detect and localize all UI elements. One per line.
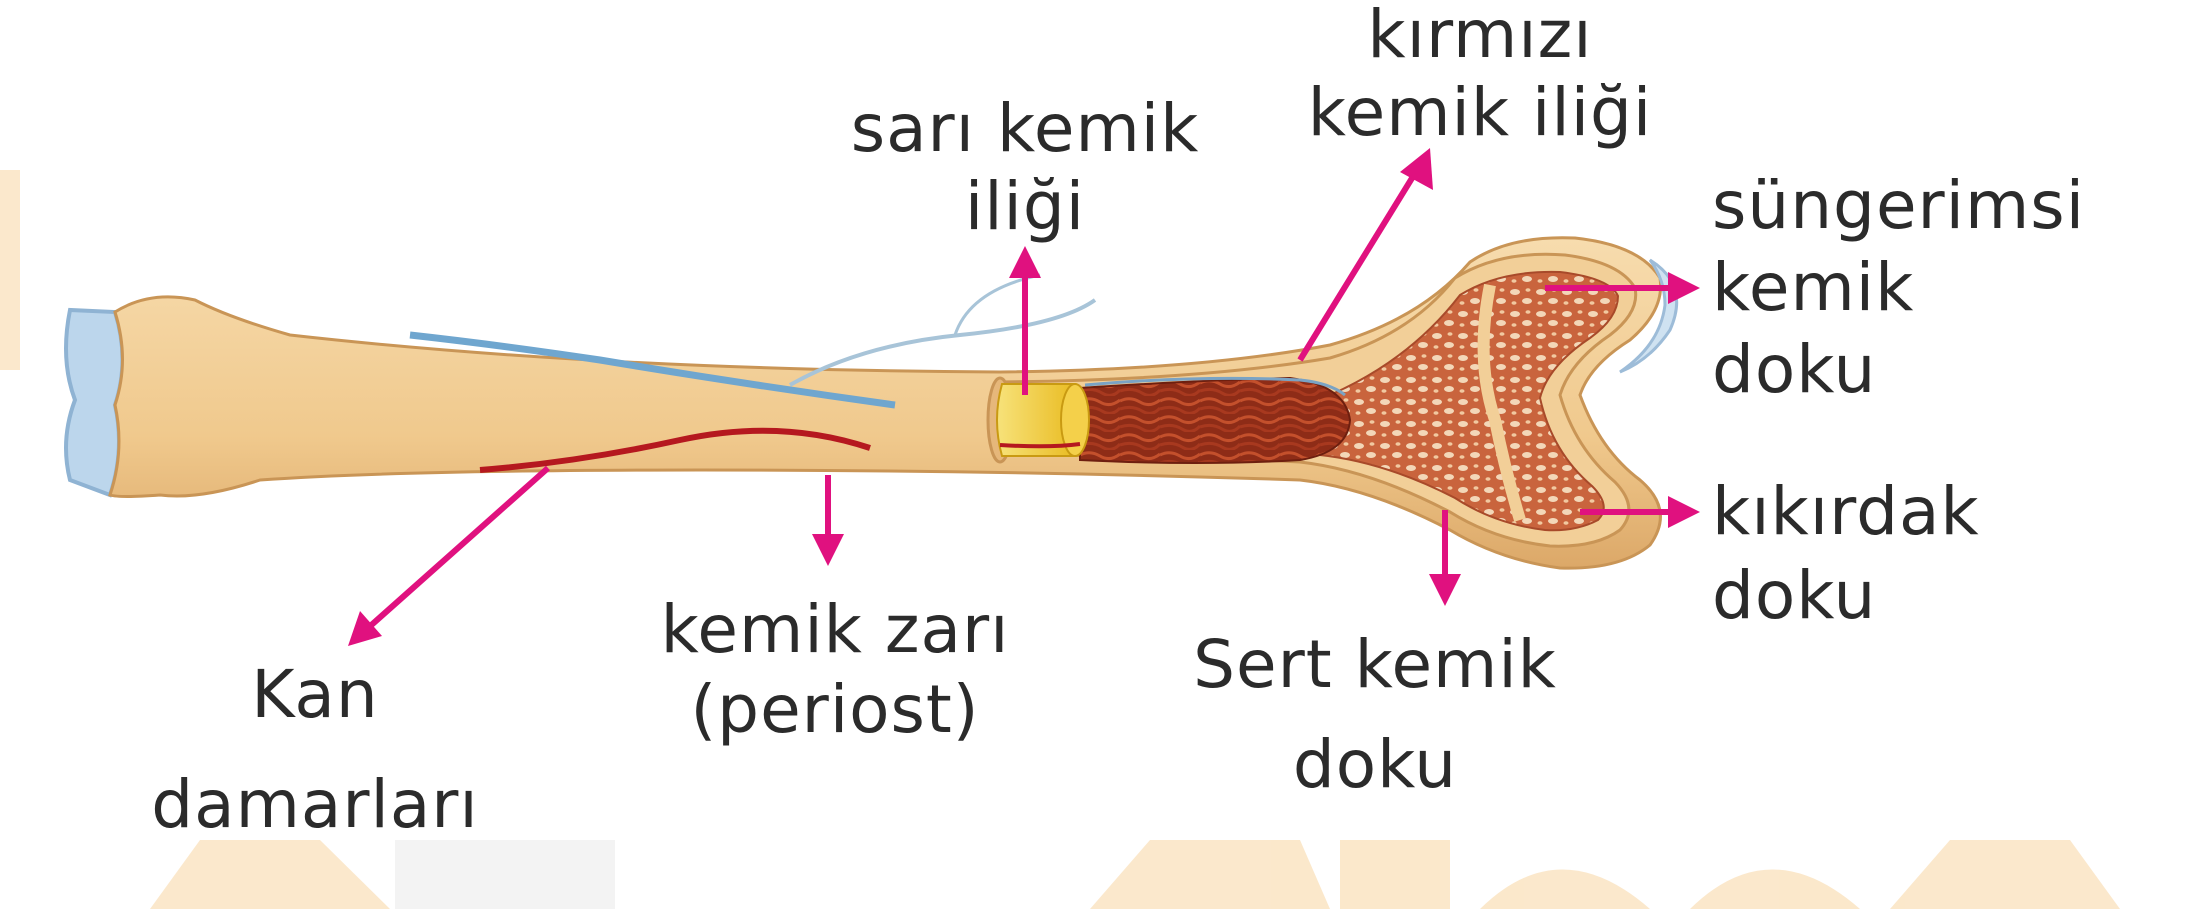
arrow-blood-vessels — [368, 468, 548, 628]
label-red-marrow: kırmızı kemik iliği — [1270, 0, 1690, 152]
label-cartilage-line2: doku — [1712, 554, 1980, 638]
label-periosteum: kemik zarı (periost) — [635, 590, 1035, 750]
label-compact-bone-line1: Sert kemik — [1165, 615, 1585, 715]
label-red-marrow-line2: kemik iliği — [1270, 74, 1690, 152]
label-spongy-bone-line2: kemik — [1712, 247, 2085, 329]
label-compact-bone: Sert kemik doku — [1165, 615, 1585, 815]
label-red-marrow-line1: kırmızı — [1270, 0, 1690, 74]
label-blood-vessels-line2: damarları — [105, 750, 525, 860]
label-spongy-bone-line3: doku — [1712, 329, 2085, 411]
arrowhead-red-marrow — [1400, 148, 1433, 190]
label-cartilage: kıkırdak doku — [1712, 470, 1980, 638]
label-compact-bone-line2: doku — [1165, 715, 1585, 815]
label-yellow-marrow: sarı kemik iliği — [815, 90, 1235, 246]
label-cartilage-line1: kıkırdak — [1712, 470, 1980, 554]
label-yellow-marrow-line2: iliği — [815, 168, 1235, 246]
label-periosteum-line2: (periost) — [635, 670, 1035, 750]
left-cartilage — [66, 310, 123, 495]
arrowhead-periosteum — [812, 534, 844, 566]
arrowhead-cartilage — [1668, 496, 1700, 528]
artery-inner — [1000, 444, 1080, 446]
label-blood-vessels-line1: Kan — [105, 640, 525, 750]
arrowhead-compact — [1429, 574, 1461, 606]
red-marrow — [1080, 378, 1350, 463]
label-spongy-bone: süngerimsi kemik doku — [1712, 165, 2085, 411]
arrowhead-spongy — [1668, 272, 1700, 304]
arrowhead-yellow-marrow — [1009, 246, 1041, 278]
label-spongy-bone-line1: süngerimsi — [1712, 165, 2085, 247]
label-periosteum-line1: kemik zarı — [635, 590, 1035, 670]
label-blood-vessels: Kan damarları — [105, 640, 525, 860]
label-yellow-marrow-line1: sarı kemik — [815, 90, 1235, 168]
